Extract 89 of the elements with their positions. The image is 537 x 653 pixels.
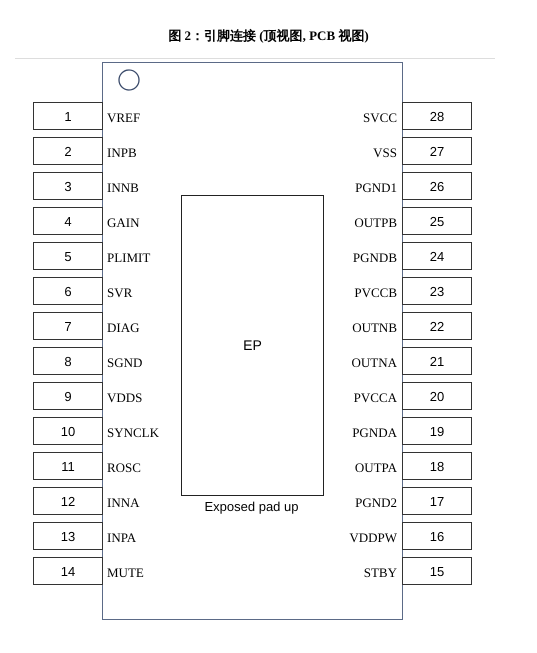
pin-box	[33, 207, 103, 235]
pin-box	[33, 242, 103, 270]
exposed-pad	[181, 195, 324, 496]
pin-number: 14	[60, 564, 76, 578]
pin-box	[402, 557, 472, 585]
pin-box	[33, 312, 103, 340]
pin-number: 9	[64, 388, 72, 404]
pin-name: SVR	[107, 285, 132, 300]
pin-number: 1	[64, 108, 72, 124]
pin-number: 20	[430, 388, 444, 404]
pin-number: 16	[430, 528, 444, 544]
pin-number: 4	[64, 214, 72, 228]
pin-box	[33, 522, 103, 550]
pin-name: PGNDA	[352, 425, 397, 440]
pin-name: STBY	[364, 565, 397, 580]
pin-name: PVCCB	[354, 285, 397, 300]
pin-name: PGND1	[355, 180, 397, 195]
pin-box	[33, 137, 103, 165]
pin-box	[402, 452, 472, 480]
pin-name: OUTNA	[352, 355, 397, 370]
pin-box	[402, 487, 472, 515]
pin-box	[33, 417, 103, 445]
pin-name: ROSC	[107, 460, 141, 475]
pin-box	[402, 207, 472, 235]
pin-name: SGND	[107, 355, 142, 370]
pin-number: 28	[430, 108, 444, 124]
pin-number: 5	[64, 248, 72, 264]
pin-box	[33, 277, 103, 305]
pin-number: 7	[64, 318, 72, 334]
pin-number: 18	[430, 458, 444, 474]
pad-caption: Exposed pad up	[204, 499, 298, 514]
pin-name: PGNDB	[352, 250, 397, 265]
pin-box	[33, 452, 103, 480]
pin-name: OUTNB	[352, 320, 397, 335]
pin-number: 10	[60, 424, 76, 438]
pin-name: PVCCA	[354, 390, 397, 405]
pin-box	[33, 347, 103, 375]
pin-box	[402, 382, 472, 410]
pin-name: INPA	[107, 530, 136, 545]
pin-box	[402, 137, 472, 165]
pin-name: INPB	[107, 145, 137, 160]
pin-box	[33, 557, 103, 585]
pin-number: 15	[430, 564, 444, 578]
pin-number: 17	[430, 494, 444, 508]
pin-name: VSS	[373, 145, 397, 160]
pin-number: 11	[61, 458, 75, 474]
pin-name: DIAG	[107, 320, 140, 335]
pin-number: 24	[430, 248, 444, 264]
pin-name: GAIN	[107, 215, 140, 230]
pin-box	[33, 487, 103, 515]
pin-number: 19	[430, 424, 444, 438]
pin-box	[402, 277, 472, 305]
pin-number: 6	[64, 284, 72, 298]
pin-box	[402, 417, 472, 445]
pad-label: EP	[243, 337, 262, 353]
pin-name: INNB	[107, 180, 139, 195]
pin-box	[402, 522, 472, 550]
pin-name: SYNCLK	[107, 425, 160, 440]
pin-number: 26	[430, 178, 444, 194]
pin-number: 2	[64, 144, 72, 158]
pin-name: MUTE	[107, 565, 144, 580]
pin-name: INNA	[107, 495, 140, 510]
pin-number: 22	[430, 318, 444, 334]
pin-box	[402, 172, 472, 200]
pin-box	[33, 102, 103, 130]
pin-number: 3	[64, 178, 72, 194]
pin-name: OUTPB	[354, 215, 397, 230]
pin-number: 8	[64, 354, 72, 368]
pin-number: 12	[60, 494, 76, 508]
pin-number: 23	[430, 284, 444, 298]
pin-box	[402, 347, 472, 375]
pin-number: 25	[430, 214, 444, 228]
pin-box	[402, 102, 472, 130]
pin-number: 21	[430, 354, 444, 368]
chip-package	[102, 62, 403, 620]
pin-name: SVCC	[363, 110, 397, 125]
pin-number: 13	[60, 528, 76, 544]
pin-box	[33, 382, 103, 410]
pin-name: PLIMIT	[107, 250, 150, 265]
pin-name: VREF	[107, 110, 140, 125]
pin-name: PGND2	[355, 495, 397, 510]
pin-name: VDDPW	[349, 530, 397, 545]
pin-box	[402, 312, 472, 340]
figure-title: 图 2：引脚连接 (顶视图, PCB 视图)	[168, 27, 369, 45]
pin-box	[33, 172, 103, 200]
pin-name: OUTPA	[354, 460, 397, 475]
pin-box	[402, 242, 472, 270]
pin-number: 27	[430, 144, 444, 158]
pin-name: VDDS	[107, 390, 142, 405]
